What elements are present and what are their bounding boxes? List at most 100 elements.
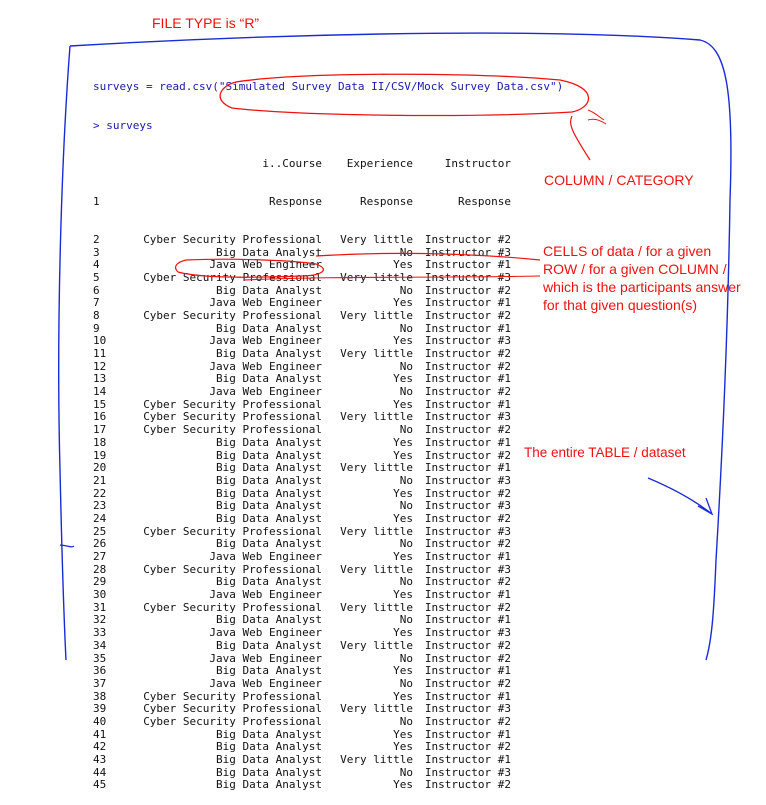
- experience-cell: No: [399, 245, 413, 259]
- row-index: 26: [93, 537, 107, 551]
- instructor-cell: Instructor #2: [424, 676, 511, 690]
- experience-cell: No: [399, 283, 413, 297]
- column-header-ellipse: [219, 73, 590, 117]
- experience-cell: No: [399, 385, 413, 399]
- experience-cell: Yes: [393, 664, 413, 678]
- experience-cell: Yes: [393, 486, 413, 500]
- header-experience-sub: Response: [360, 194, 413, 208]
- instructor-cell: Instructor #2: [424, 651, 511, 665]
- course-cell: Big Data Analyst: [216, 486, 322, 500]
- instructor-cell: Instructor #1: [424, 258, 511, 272]
- header-course: i..Course: [262, 156, 322, 170]
- instructor-cell: Instructor #1: [424, 321, 511, 335]
- row-index: 30: [93, 588, 107, 602]
- course-cell: Cyber Security Professional: [143, 714, 322, 728]
- experience-cell: Very little: [340, 753, 413, 766]
- table-arrow: [647, 477, 714, 516]
- experience-cell: Very little: [340, 600, 413, 614]
- experience-cell: Yes: [393, 626, 413, 640]
- row-index: 18: [93, 435, 107, 449]
- row-index: 11: [93, 347, 107, 360]
- row-index: 6: [93, 283, 100, 297]
- instructor-cell: Instructor #1: [424, 372, 511, 386]
- header-course-sub: Response: [269, 194, 322, 208]
- experience-cell: Yes: [393, 550, 413, 563]
- print-command: > surveys: [93, 118, 153, 132]
- row-index: 37: [93, 676, 107, 690]
- row-index: 19: [93, 448, 107, 462]
- course-cell: Java Web Engineer: [209, 550, 322, 563]
- cell-ellipse: [174, 258, 324, 278]
- experience-cell: Yes: [393, 689, 413, 703]
- row-index: 39: [93, 702, 107, 716]
- course-cell: Java Web Engineer: [209, 626, 322, 640]
- row-index: 16: [93, 410, 107, 424]
- row-index: 45: [93, 778, 107, 792]
- row-index: 9: [93, 321, 100, 335]
- course-cell: Cyber Security Professional: [143, 308, 322, 322]
- experience-cell: Yes: [393, 511, 413, 525]
- row-index: 38: [93, 689, 107, 703]
- row-index: 29: [93, 575, 107, 589]
- instructor-cell: Instructor #2: [424, 600, 511, 614]
- experience-cell: No: [399, 714, 413, 728]
- row-index: 20: [93, 461, 107, 475]
- course-cell: Big Data Analyst: [216, 778, 322, 792]
- row-index: 32: [93, 613, 107, 627]
- experience-cell: Yes: [393, 588, 413, 602]
- instructor-cell: Instructor #1: [424, 296, 511, 310]
- row-index: 25: [93, 524, 107, 538]
- experience-cell: No: [399, 499, 413, 513]
- experience-cell: No: [399, 765, 413, 779]
- row-index: 27: [93, 550, 107, 563]
- experience-cell: No: [399, 423, 413, 437]
- course-cell: Cyber Security Professional: [143, 702, 322, 716]
- instructor-cell: Instructor #3: [424, 499, 511, 513]
- experience-cell: No: [399, 575, 413, 589]
- course-cell: Cyber Security Professional: [143, 397, 322, 411]
- table-outline-stroke: [58, 32, 732, 661]
- row-index: 14: [93, 385, 107, 399]
- experience-cell: No: [399, 321, 413, 335]
- instructor-cell: Instructor #2: [424, 423, 511, 437]
- row-index: 2: [93, 232, 100, 246]
- course-cell: Cyber Security Professional: [143, 410, 322, 424]
- course-cell: Cyber Security Professional: [143, 689, 322, 703]
- instructor-cell: Instructor #3: [424, 562, 511, 576]
- course-cell: Big Data Analyst: [216, 575, 322, 589]
- course-cell: Big Data Analyst: [216, 283, 322, 297]
- row-index: 23: [93, 499, 107, 513]
- cell-strike-line: [243, 275, 541, 281]
- row-index: 7: [93, 296, 100, 310]
- instructor-cell: Instructor #2: [424, 537, 511, 551]
- course-cell: Big Data Analyst: [216, 473, 322, 487]
- row-index: 12: [93, 359, 107, 373]
- instructor-cell: Instructor #1: [424, 664, 511, 678]
- annotation-cells: CELLS of data / for a given ROW / for a …: [543, 243, 741, 313]
- instructor-cell: Instructor #2: [424, 448, 511, 462]
- row-index: 15: [93, 397, 107, 411]
- course-cell: Cyber Security Professional: [143, 232, 322, 246]
